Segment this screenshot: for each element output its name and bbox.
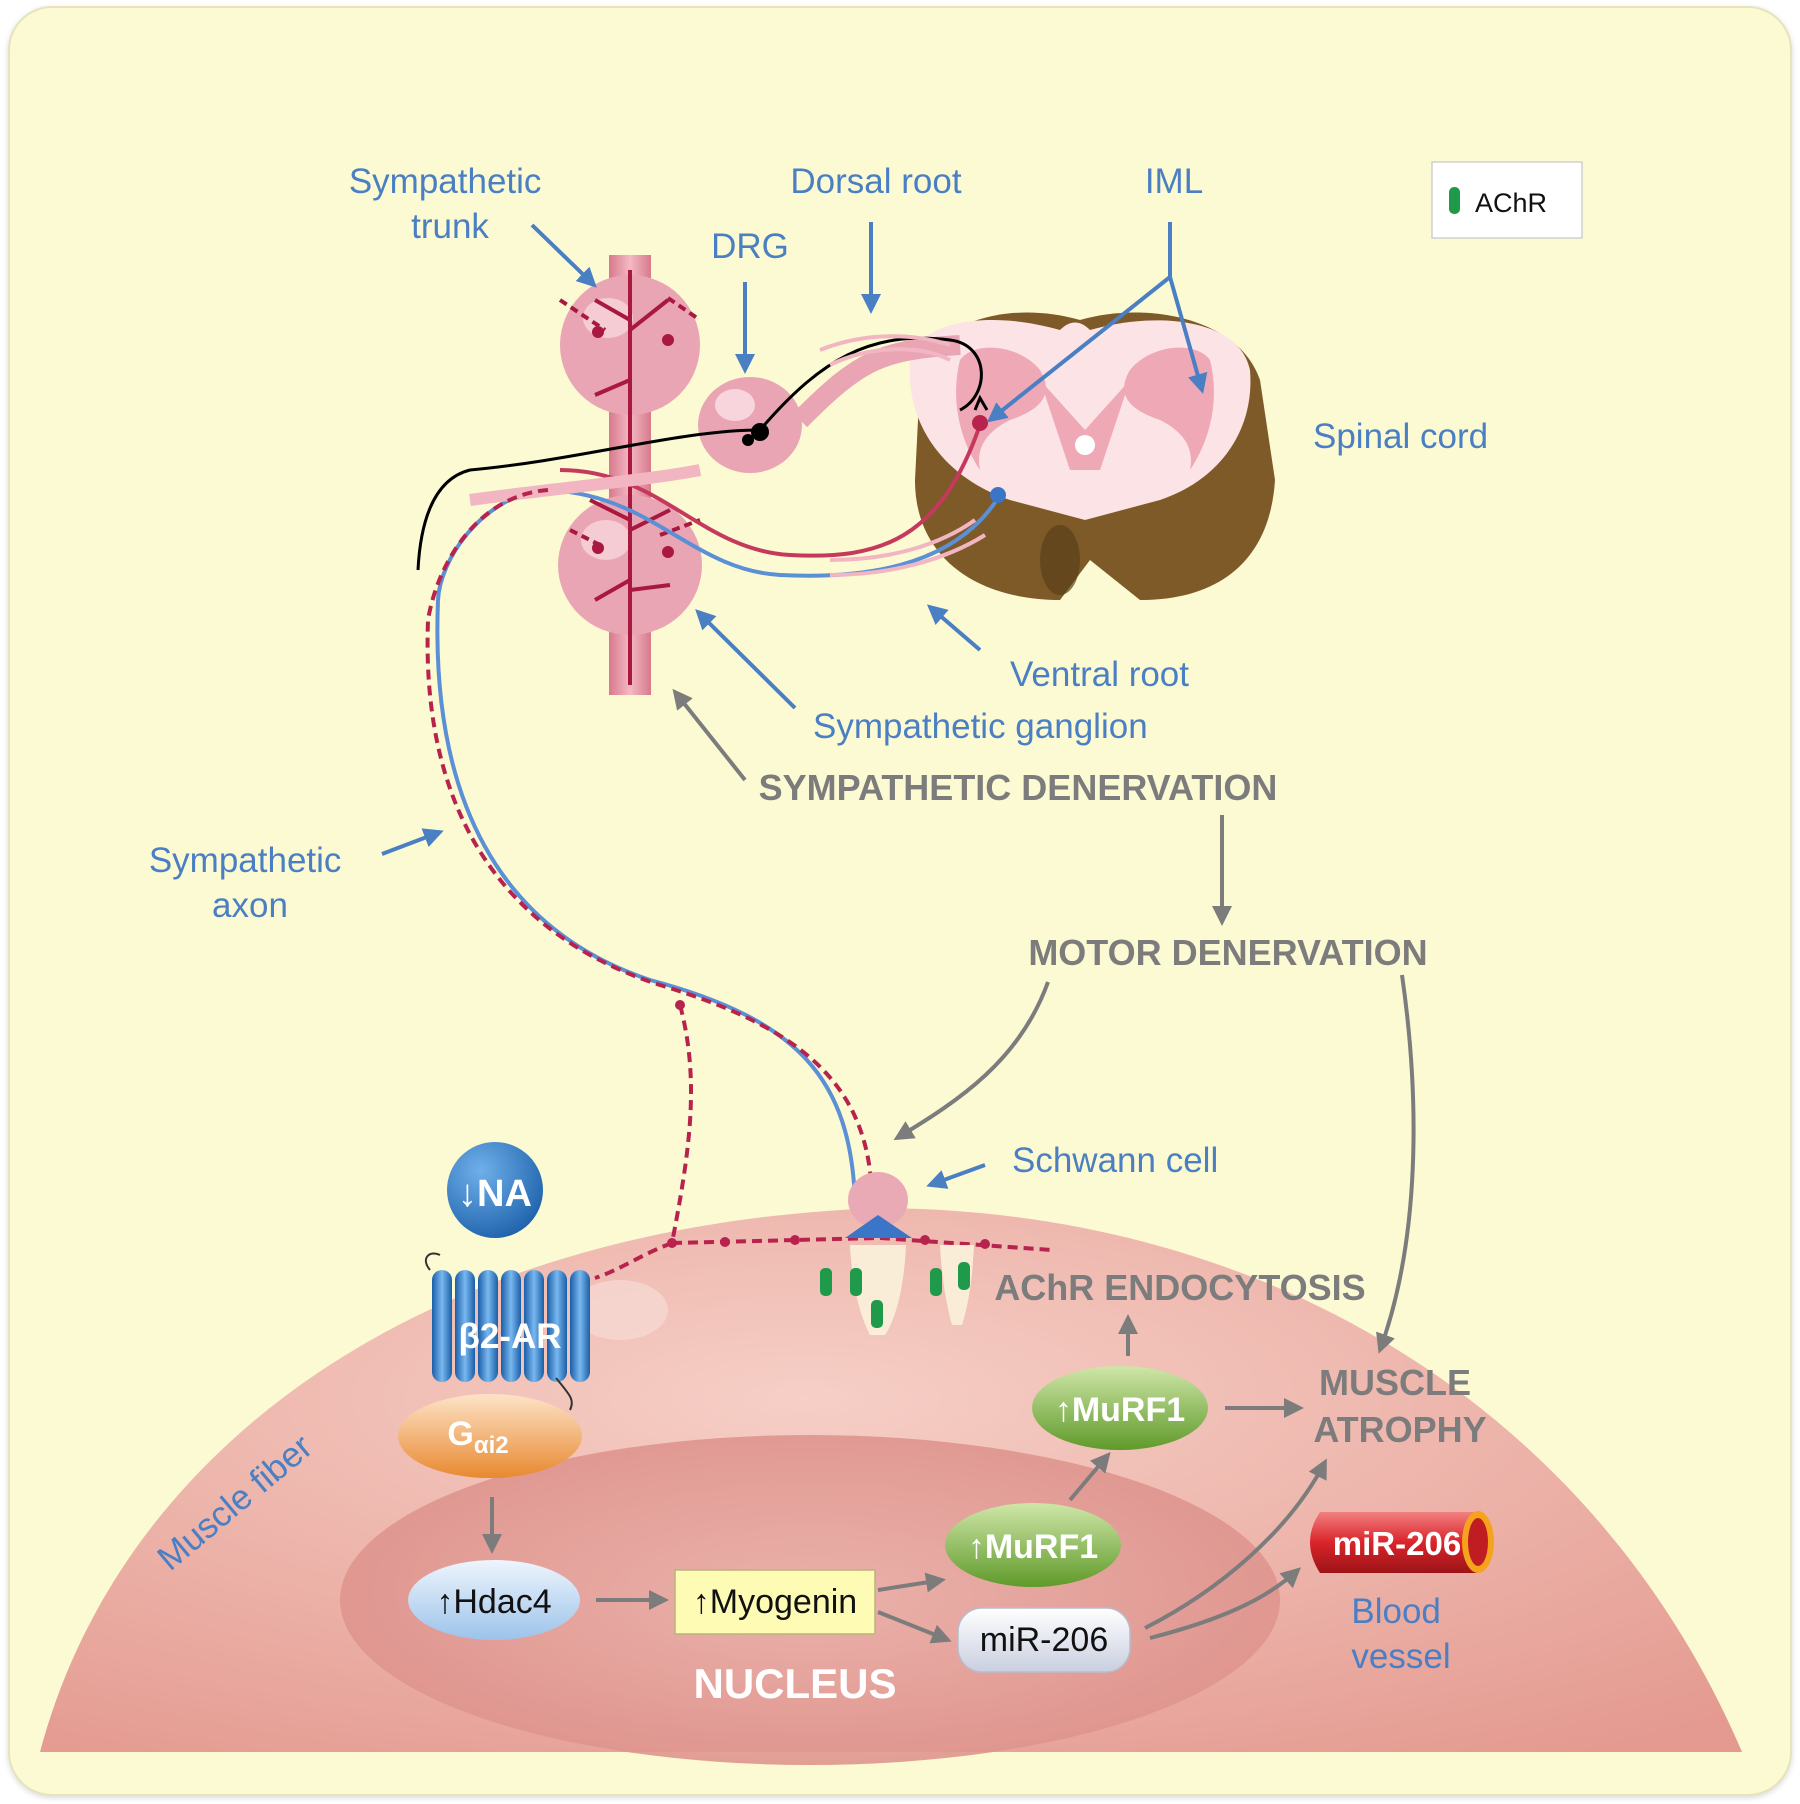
label-muscle-atrophy: MUSCLE ATROPHY [1313,1362,1486,1450]
anatomy-pointer-arrows [381,222,1208,1189]
svg-text:Gαi2: Gαi2 [447,1415,508,1459]
svg-text:β2-AR: β2-AR [458,1317,561,1356]
mir206-nuclear: miR-206 [957,1607,1131,1673]
galpha-i2: Gαi2 [398,1394,582,1478]
nucleus-label: NUCLEUS [693,1660,896,1707]
pathway-arrows [482,688,1416,1644]
label-ventral-root: Ventral root [1010,655,1189,694]
murf1-cytoplasmic: ↑MuRF1 [1032,1366,1208,1450]
label-sympathetic-axon: Sympathetic axon [149,841,351,925]
label-sympathetic-denervation: SYMPATHETIC DENERVATION [759,767,1278,808]
b2ar-receptor: β2-AR [424,1252,590,1411]
svg-text:↓NA: ↓NA [458,1173,532,1215]
label-sympathetic-ganglion: Sympathetic ganglion [813,707,1148,746]
svg-text:miR-206: miR-206 [980,1621,1108,1659]
legend: AChR [1431,161,1583,239]
label-motor-denervation: MOTOR DENERVATION [1028,932,1427,973]
achr-receptors [820,1262,970,1328]
label-iml: IML [1145,162,1203,201]
mir206-vessel-label: miR-206 [1333,1525,1461,1562]
drg-ganglion [698,335,961,473]
murf1-nuclear: ↑MuRF1 [945,1503,1121,1587]
svg-text:AChR: AChR [1475,188,1547,218]
label-blood-vessel: Blood vessel [1351,1592,1450,1676]
label-sympathetic-trunk: Sympathetic trunk [349,162,551,246]
label-achr-endocytosis: AChR ENDOCYTOSIS [994,1267,1365,1308]
na-molecule: ↓NA [447,1142,543,1238]
spinal-cord [909,312,1275,600]
myogenin: ↑Myogenin [674,1569,876,1635]
svg-text:↑MuRF1: ↑MuRF1 [1055,1391,1185,1429]
nerve-bundle [416,334,1006,601]
hdac4: ↑Hdac4 [408,1560,580,1640]
blood-vessel [1310,1511,1494,1573]
label-schwann-cell: Schwann cell [1012,1141,1218,1180]
label-dorsal-root: Dorsal root [790,162,961,201]
svg-text:↑Hdac4: ↑Hdac4 [436,1583,551,1621]
label-spinal-cord: Spinal cord [1313,417,1488,456]
svg-text:↑MuRF1: ↑MuRF1 [968,1528,1098,1566]
svg-text:↑Myogenin: ↑Myogenin [693,1583,857,1621]
label-drg: DRG [711,227,789,266]
